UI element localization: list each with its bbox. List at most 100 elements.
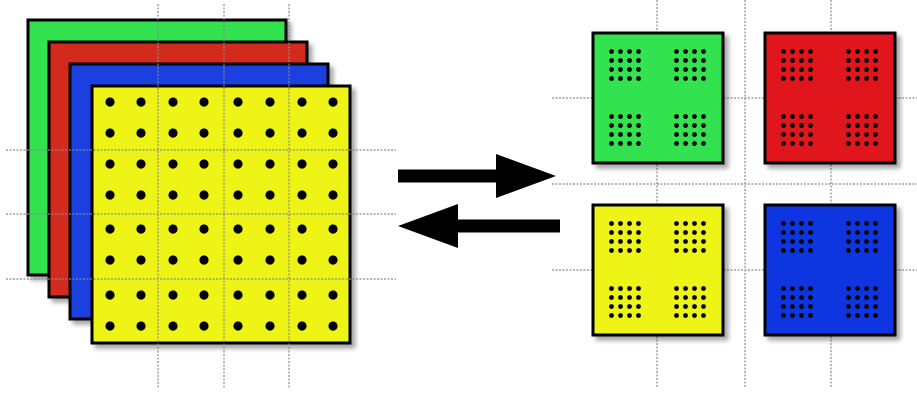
pixel-dot bbox=[855, 49, 860, 54]
pixel-dot bbox=[136, 97, 146, 107]
pixel-dot bbox=[636, 114, 641, 119]
pixel-dot bbox=[636, 141, 641, 146]
pixel-dot bbox=[864, 221, 869, 226]
blue-tile bbox=[763, 203, 897, 337]
pixel-dot bbox=[781, 67, 786, 72]
pixel-dot bbox=[297, 159, 307, 169]
pixel-dot bbox=[701, 230, 706, 235]
pixel-dot bbox=[855, 239, 860, 244]
pixel-dot bbox=[609, 49, 614, 54]
pixel-dot bbox=[136, 255, 146, 265]
arrow-right-icon bbox=[398, 154, 556, 198]
pixel-dot bbox=[609, 58, 614, 63]
pixel-dot bbox=[873, 221, 878, 226]
pixel-dot bbox=[636, 58, 641, 63]
pixel-dot bbox=[781, 239, 786, 244]
pixel-dot bbox=[808, 123, 813, 128]
pixel-dot bbox=[627, 286, 632, 291]
pixel-dot bbox=[799, 248, 804, 253]
pixel-dot bbox=[199, 159, 209, 169]
pixel-dot bbox=[297, 190, 307, 200]
pixel-dot bbox=[618, 239, 623, 244]
pixel-dot bbox=[627, 304, 632, 309]
pixel-dot bbox=[199, 255, 209, 265]
pixel-dot bbox=[790, 313, 795, 318]
pixel-dot bbox=[701, 313, 706, 318]
pixel-dot bbox=[609, 286, 614, 291]
pixel-dot bbox=[846, 58, 851, 63]
pixel-dot bbox=[855, 123, 860, 128]
pixel-dot bbox=[328, 190, 338, 200]
pixel-dot bbox=[609, 248, 614, 253]
pixel-dot bbox=[136, 190, 146, 200]
pixel-dot bbox=[790, 295, 795, 300]
pixel-dot bbox=[609, 141, 614, 146]
pixel-dot bbox=[105, 190, 115, 200]
pixel-dot bbox=[618, 67, 623, 72]
pixel-dot bbox=[105, 224, 115, 234]
pixel-dot bbox=[328, 224, 338, 234]
pixel-dot bbox=[265, 255, 275, 265]
pixel-dot bbox=[674, 114, 679, 119]
pixel-dot bbox=[233, 321, 243, 331]
pixel-dot bbox=[692, 295, 697, 300]
pixel-dot bbox=[618, 286, 623, 291]
pixel-dot bbox=[846, 67, 851, 72]
pixel-dot bbox=[265, 321, 275, 331]
pixel-dot bbox=[692, 248, 697, 253]
pixel-dot bbox=[609, 221, 614, 226]
pixel-dot bbox=[808, 295, 813, 300]
pixel-dot bbox=[873, 239, 878, 244]
pixel-dot bbox=[136, 290, 146, 300]
pixel-dot bbox=[674, 304, 679, 309]
pixel-dot bbox=[233, 128, 243, 138]
pixel-dot bbox=[636, 230, 641, 235]
pixel-dot bbox=[864, 114, 869, 119]
pixel-dot bbox=[799, 114, 804, 119]
pixel-dot bbox=[136, 321, 146, 331]
yellow-tile-background bbox=[591, 203, 725, 337]
pixel-dot bbox=[233, 97, 243, 107]
green-tile bbox=[591, 31, 725, 165]
pixel-dot bbox=[781, 313, 786, 318]
pixel-dot bbox=[873, 230, 878, 235]
pixel-dot bbox=[618, 58, 623, 63]
pixel-dot bbox=[168, 255, 178, 265]
green-tile-background bbox=[591, 31, 725, 165]
pixel-dot bbox=[297, 97, 307, 107]
pixel-dot bbox=[781, 132, 786, 137]
pixel-dot bbox=[265, 159, 275, 169]
pixel-dot bbox=[799, 230, 804, 235]
pixel-dot bbox=[328, 255, 338, 265]
pixel-dot bbox=[683, 295, 688, 300]
pixel-dot bbox=[808, 221, 813, 226]
pixel-dot bbox=[683, 123, 688, 128]
left-layer-stack bbox=[6, 4, 396, 388]
pixel-dot bbox=[136, 159, 146, 169]
pixel-dot bbox=[674, 248, 679, 253]
pixel-dot bbox=[168, 159, 178, 169]
pixel-dot bbox=[168, 321, 178, 331]
pixel-dot bbox=[265, 290, 275, 300]
pixel-dot bbox=[701, 239, 706, 244]
pixel-dot bbox=[618, 141, 623, 146]
pixel-dot bbox=[873, 304, 878, 309]
pixel-dot bbox=[683, 304, 688, 309]
pixel-dot bbox=[674, 230, 679, 235]
pixel-dot bbox=[618, 132, 623, 137]
pixel-dot bbox=[636, 123, 641, 128]
pixel-dot bbox=[799, 295, 804, 300]
pixel-dot bbox=[799, 132, 804, 137]
pixel-dot bbox=[846, 132, 851, 137]
pixel-dot bbox=[864, 132, 869, 137]
pixel-dot bbox=[701, 123, 706, 128]
pixel-dot bbox=[781, 141, 786, 146]
pixel-dot bbox=[864, 304, 869, 309]
pixel-dot bbox=[799, 141, 804, 146]
pixel-dot bbox=[627, 49, 632, 54]
pixel-dot bbox=[297, 290, 307, 300]
pixel-dot bbox=[683, 76, 688, 81]
pixel-dot bbox=[683, 132, 688, 137]
pixel-dot bbox=[864, 295, 869, 300]
pixel-dot bbox=[799, 123, 804, 128]
